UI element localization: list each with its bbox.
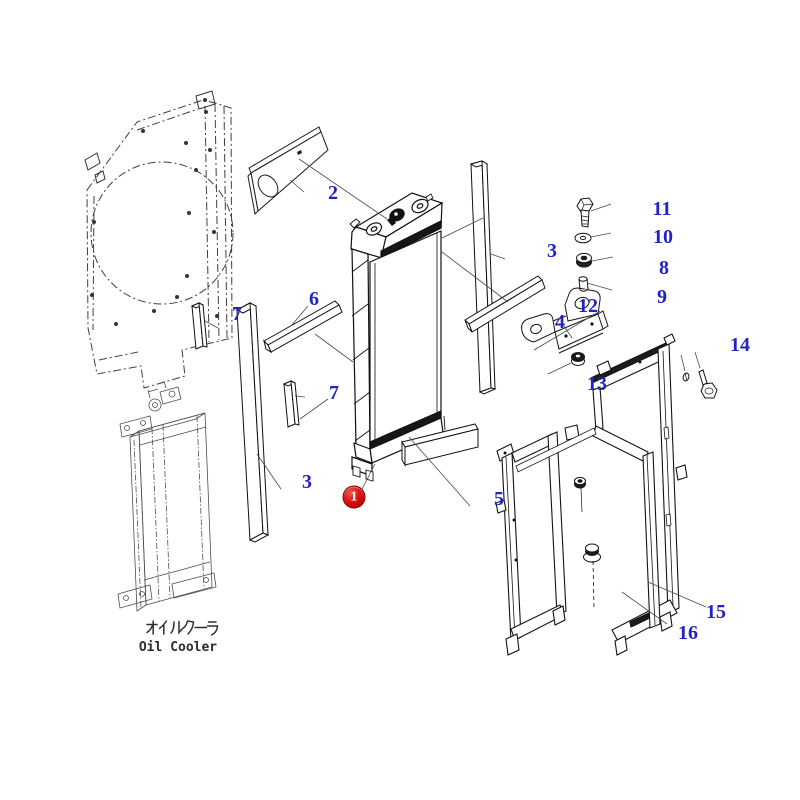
seal-strip-part-7-right xyxy=(282,380,300,428)
callout-16[interactable]: 16 xyxy=(678,622,698,644)
callout-8[interactable]: 8 xyxy=(659,257,669,279)
callout-14[interactable]: 14 xyxy=(730,334,750,356)
fan-shroud-drawing xyxy=(84,90,234,389)
callout-7[interactable]: 7 xyxy=(232,303,242,325)
bracket-nut xyxy=(547,352,585,375)
bottom-plate-strip xyxy=(401,423,479,467)
callout-11[interactable]: 11 xyxy=(652,198,672,220)
callout-15[interactable]: 15 xyxy=(706,601,726,623)
oil-cooler-reference-drawing xyxy=(117,380,217,612)
callout-2[interactable]: 2 xyxy=(328,182,338,204)
callout-4[interactable]: 4 xyxy=(555,311,565,333)
mounting-frame-part-13 xyxy=(564,333,688,656)
washer-part-10 xyxy=(574,232,592,244)
callout-12[interactable]: 12 xyxy=(578,295,598,317)
mounting-bracket-part-4 xyxy=(521,287,609,354)
seal-strip-part-7-left xyxy=(190,302,208,350)
callout-6[interactable]: 6 xyxy=(309,288,319,310)
callout-9[interactable]: 9 xyxy=(657,286,667,308)
callout-3[interactable]: 3 xyxy=(302,471,312,493)
seal-strip-part-6-left xyxy=(263,300,343,354)
nut-part-8 xyxy=(576,252,592,268)
cover-plate-part-2 xyxy=(247,126,329,216)
spacer-part-9 xyxy=(578,276,589,292)
callout-7[interactable]: 7 xyxy=(329,382,339,404)
callout-3[interactable]: 3 xyxy=(547,240,557,262)
bolt-part-11 xyxy=(576,197,594,228)
oil-cooler-label-jp xyxy=(146,620,219,636)
callout-10[interactable]: 10 xyxy=(653,226,673,248)
frame-fastener-nut xyxy=(574,476,586,513)
shroud-bolt-dots xyxy=(90,98,219,326)
callout-13[interactable]: 13 xyxy=(587,373,607,395)
callout-5[interactable]: 5 xyxy=(494,488,504,510)
frame-fastener-bolt xyxy=(583,543,601,609)
caption-en-text: Oil Cooler xyxy=(138,640,218,655)
mounting-frame-part-5 xyxy=(495,427,597,656)
radiator-core-part-1 xyxy=(349,192,446,482)
bolt-part-14 xyxy=(694,351,718,399)
seal-strip-part-6-right xyxy=(464,275,546,333)
callout-selected-1[interactable]: 1 xyxy=(342,485,366,509)
pin-part-14 xyxy=(680,354,690,382)
leader-lines xyxy=(204,158,707,625)
